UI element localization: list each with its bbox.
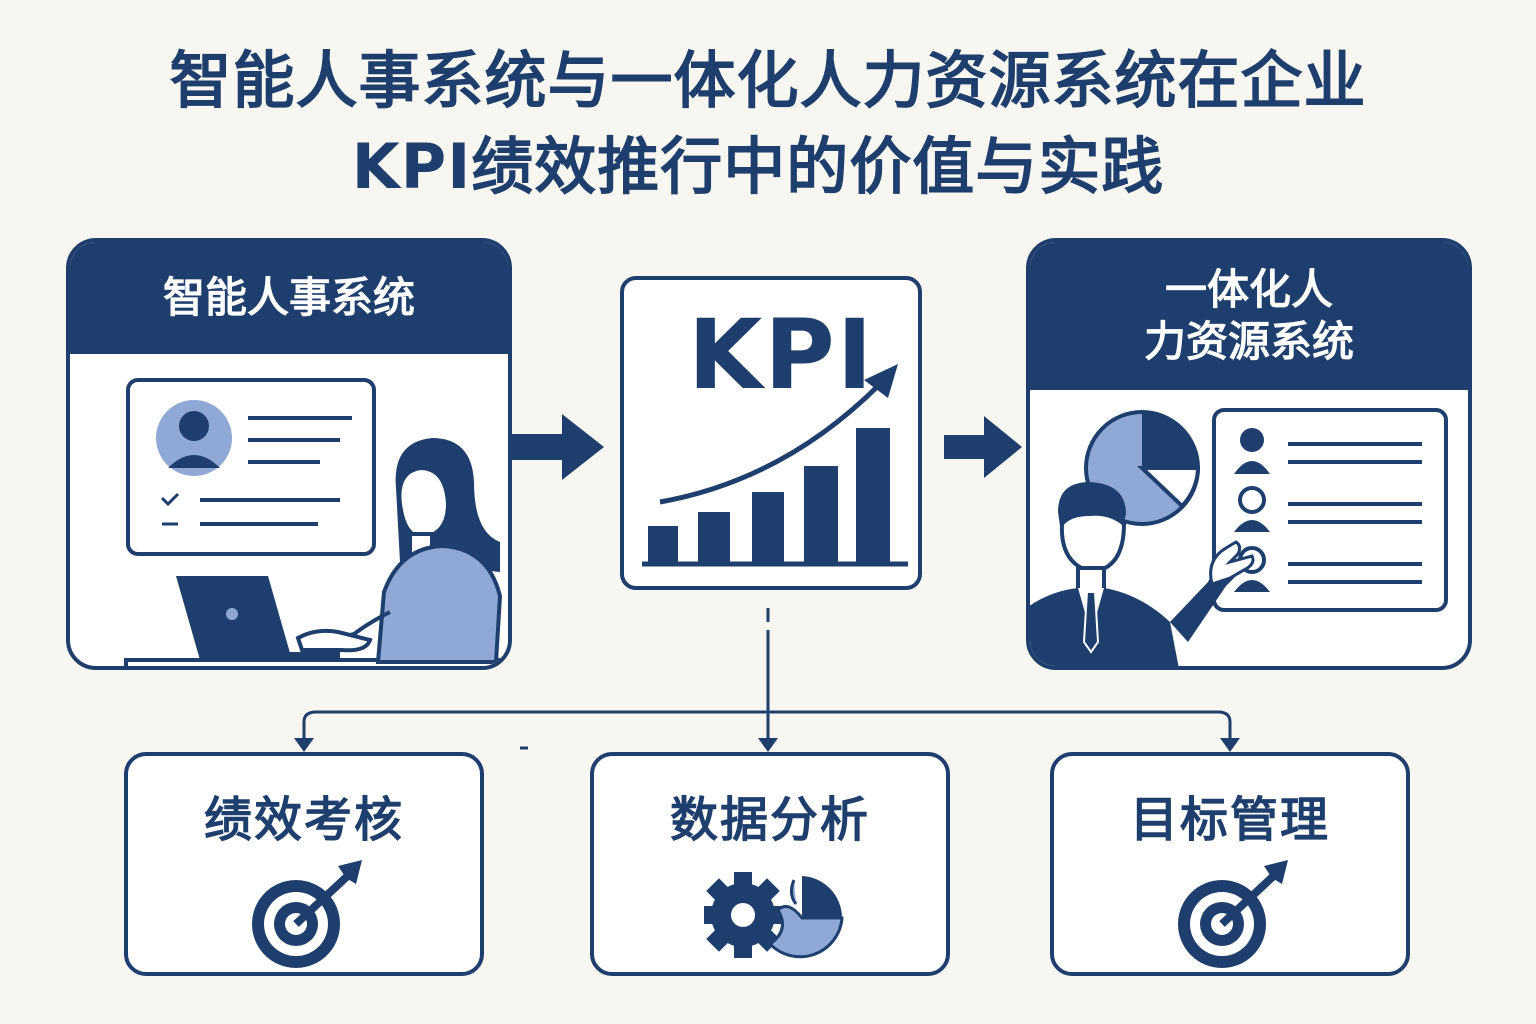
target-icon bbox=[252, 860, 362, 968]
data-analysis-label: 数据分析 bbox=[669, 792, 870, 848]
goal-management-label: 目标管理 bbox=[1129, 792, 1330, 848]
performance-review-label: 绩效考核 bbox=[203, 792, 404, 848]
kpi-label: KPI bbox=[688, 299, 875, 411]
arrow-right-icon bbox=[944, 416, 1022, 478]
performance-review-box: 绩效考核 bbox=[124, 752, 484, 976]
connector-lines bbox=[294, 608, 1240, 752]
integrated-hr-header-line1: 一体化人 bbox=[1164, 265, 1333, 314]
kpi-panel: KPI bbox=[620, 276, 922, 590]
smart-hr-system-header: 智能人事系统 bbox=[70, 242, 508, 354]
employee-at-laptop-illustration bbox=[124, 378, 508, 666]
integrated-hr-system-header: 一体化人 力资源系统 bbox=[1030, 242, 1468, 390]
target-icon bbox=[1178, 860, 1288, 968]
page-title-line2: KPI绩效推行中的价值与实践 bbox=[351, 130, 1165, 203]
smart-hr-system-panel: 智能人事系统 bbox=[66, 238, 512, 670]
gear-pie-icon bbox=[704, 872, 844, 959]
kpi-growth-chart-icon bbox=[642, 364, 908, 567]
page-title-line1: 智能人事系统与一体化人力资源系统在企业 bbox=[169, 44, 1367, 117]
data-analysis-box: 数据分析 bbox=[590, 752, 950, 976]
manager-presenting-illustration bbox=[1030, 408, 1448, 666]
arrow-right-icon bbox=[510, 414, 604, 480]
goal-management-box: 目标管理 bbox=[1050, 752, 1410, 976]
integrated-hr-system-panel: 一体化人 力资源系统 bbox=[1026, 238, 1472, 670]
integrated-hr-header-line2: 力资源系统 bbox=[1143, 317, 1354, 366]
